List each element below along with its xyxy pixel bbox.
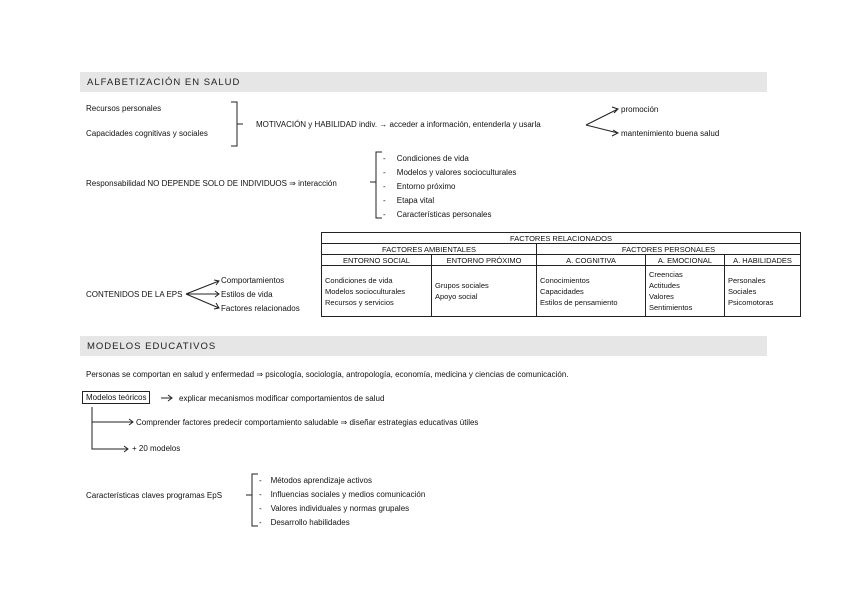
capacidades-text: Capacidades cognitivas y sociales — [86, 129, 208, 138]
list-item: - Desarrollo habilidades — [259, 518, 350, 527]
factores-table: FACTORES RELACIONADOS FACTORES AMBIENTAL… — [320, 232, 802, 317]
section-title: MODELOS EDUCATIVOS — [87, 341, 217, 352]
caracteristicas-text: Características claves programas EpS — [86, 491, 223, 500]
motivacion-text: MOTIVACIÓN y HABILIDAD indiv. → acceder … — [256, 120, 541, 129]
veinte-modelos-text: + 20 modelos — [132, 444, 181, 453]
group-ambientales: FACTORES AMBIENTALES — [321, 243, 537, 255]
contenidos-item: Estilos de vida — [221, 290, 273, 299]
caracteristicas-list: - Métodos aprendizaje activos - Influenc… — [259, 474, 425, 530]
recursos-text: Recursos personales — [86, 104, 162, 113]
contenidos-item: Comportamientos — [221, 276, 285, 285]
list-item: - Valores individuales y normas grupales — [259, 504, 410, 513]
column-header: A. HABILIDADES — [723, 254, 802, 266]
personas-text: Personas se comportan en salud y enferme… — [86, 370, 569, 379]
promocion-text: promoción — [621, 105, 659, 114]
column-header: A. EMOCIONAL — [645, 254, 725, 266]
explicar-text: explicar mecanismos modificar comportami… — [179, 394, 385, 403]
list-item: - Características personales — [383, 210, 492, 219]
responsabilidad-text: Responsabilidad NO DEPENDE SOLO DE INDIV… — [86, 179, 337, 188]
contenidos-text: CONTENIDOS DE LA EPS — [86, 290, 183, 299]
list-item: - Etapa vital — [383, 196, 435, 205]
column-header: ENTORNO SOCIAL — [321, 254, 432, 266]
table-title: FACTORES RELACIONADOS — [320, 232, 802, 244]
modelos-teoricos-box: Modelos teóricos — [82, 391, 151, 404]
list-item: - Modelos y valores socioculturales — [383, 168, 517, 177]
mantenimiento-text: mantenimiento buena salud — [621, 129, 720, 138]
interaccion-list: - Condiciones de vida - Modelos y valore… — [383, 152, 516, 222]
section-header-alfabetizacion: ALFABETIZACIÓN EN SALUD — [80, 72, 767, 92]
contenidos-item: Factores relacionados — [221, 304, 300, 313]
section-header-modelos: MODELOS EDUCATIVOS — [80, 336, 767, 356]
list-item: - Entorno próximo — [383, 182, 456, 191]
column-header: ENTORNO PRÓXIMO — [431, 254, 537, 266]
comprender-text: Comprender factores predecir comportamie… — [136, 418, 479, 427]
section-title: ALFABETIZACIÓN EN SALUD — [87, 77, 241, 88]
list-item: - Influencias sociales y medios comunica… — [259, 490, 426, 499]
list-item: - Condiciones de vida — [383, 154, 469, 163]
column-header: A. COGNITIVA — [536, 254, 646, 266]
group-personales: FACTORES PERSONALES — [535, 243, 802, 255]
list-item: - Métodos aprendizaje activos — [259, 476, 372, 485]
